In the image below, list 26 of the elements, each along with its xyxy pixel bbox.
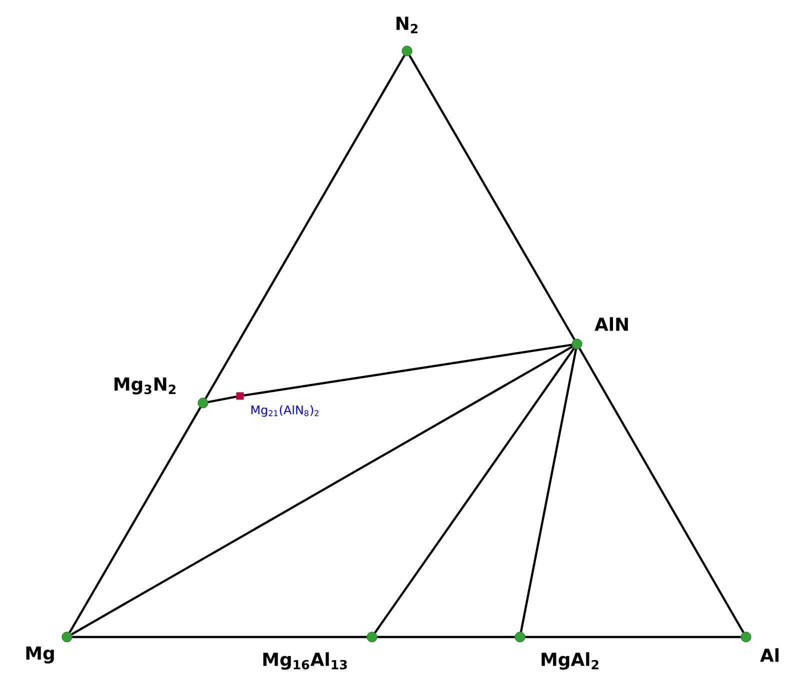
tie-line — [578, 348, 744, 634]
tie-line — [72, 636, 367, 638]
tie-line — [520, 348, 578, 632]
node-label: Mg$_{3}$N$_{2}$ — [114, 378, 176, 394]
node-label: Al — [760, 648, 779, 662]
tie-line — [208, 396, 237, 404]
node-label: N$_{2}$ — [396, 16, 418, 34]
phase-point: Mg — [26, 632, 72, 664]
tie-line — [244, 344, 572, 397]
phase-point: Al — [740, 632, 778, 662]
phase-point: N$_{2}$ — [396, 16, 418, 56]
tie-line — [374, 348, 575, 634]
tie-line — [377, 636, 515, 638]
tie-line — [68, 406, 202, 634]
node-label: Mg — [26, 646, 54, 664]
phase-point: MgAl$_{2}$ — [514, 632, 598, 670]
node-label: Mg$_{16}$Al$_{13}$ — [263, 652, 347, 670]
tie-line — [408, 54, 576, 340]
phase-point: Mg$_{3}$N$_{2}$ — [114, 378, 208, 408]
phase-point: AlN — [572, 317, 628, 350]
node-label: MgAl$_{2}$ — [542, 652, 598, 670]
tie-line — [204, 54, 406, 400]
tie-line — [525, 636, 741, 638]
phase-point: Mg$_{16}$Al$_{13}$ — [263, 632, 378, 670]
tie-line — [70, 346, 574, 636]
node-label: AlN — [594, 317, 628, 331]
